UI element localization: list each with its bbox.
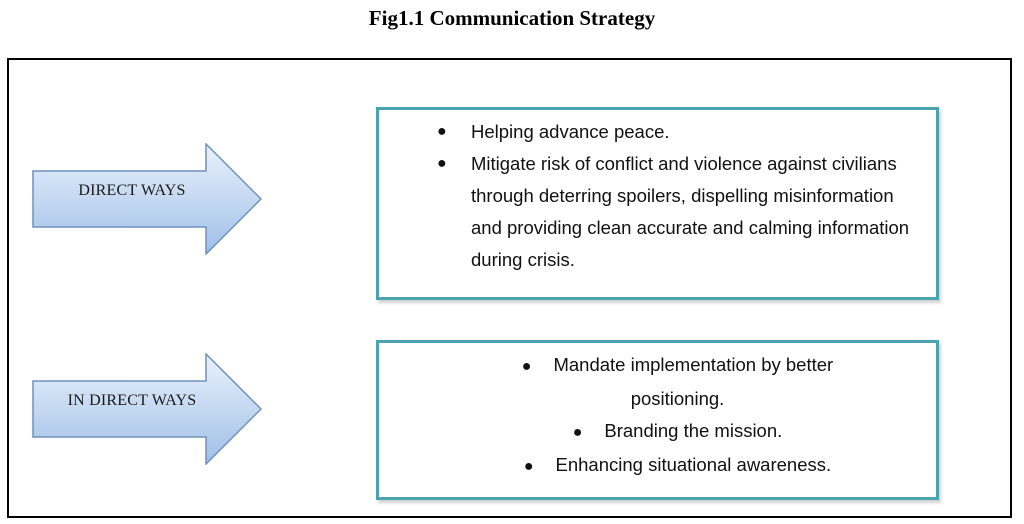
figure-title: Fig1.1 Communication Strategy [368, 6, 656, 30]
indirect-ways-list: ●Mandate implementation by better positi… [379, 343, 936, 483]
right-arrow-icon [32, 353, 263, 465]
direct-ways-arrow: DIRECT WAYS [32, 143, 264, 255]
direct-ways-label: DIRECT WAYS [78, 182, 186, 199]
direct-ways-list: ●Helping advance peace. ●Mitigate risk o… [379, 110, 936, 276]
right-arrow-icon [32, 143, 263, 255]
list-item: ●Mitigate risk of conflict and violence … [437, 153, 910, 270]
indirect-ways-arrow: IN DIRECT WAYS [32, 353, 264, 465]
list-item: ●Mandate implementation by better positi… [521, 354, 834, 409]
indirect-ways-label: IN DIRECT WAYS [67, 392, 197, 409]
list-item: ●Branding the mission. [572, 420, 783, 441]
list-item: ●Enhancing situational awareness. [523, 454, 832, 475]
list-item: ●Helping advance peace. [437, 121, 670, 142]
diagram-frame [7, 58, 1012, 518]
direct-ways-box: ●Helping advance peace. ●Mitigate risk o… [376, 107, 939, 300]
indirect-ways-box: ●Mandate implementation by better positi… [376, 340, 939, 500]
